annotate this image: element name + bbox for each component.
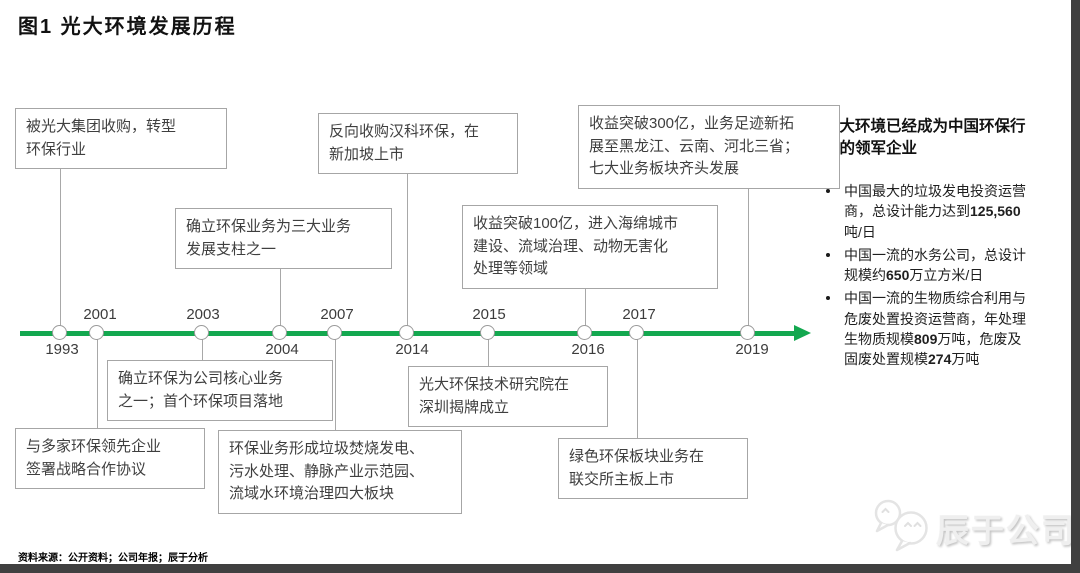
connector-2014: [407, 153, 408, 333]
source-note: 资料来源：公开资料；公司年报；辰于分析: [18, 553, 208, 564]
bullet-text: 中国一流的水务公司，总设计规模约650万立方米/日: [844, 246, 1026, 284]
timeline-node-2003: [194, 325, 209, 340]
timeline-node-2004: [272, 325, 287, 340]
year-label-2007: 2007: [320, 306, 354, 323]
event-box-2016: 收益突破100亿，进入海绵城市 建设、流域治理、动物无害化 处理等领域: [462, 205, 718, 289]
timeline-node-2016: [577, 325, 592, 340]
event-box-2001: 与多家环保领先企业 签署战略合作协议: [15, 428, 205, 489]
bottom-edge-strip: [0, 564, 1080, 573]
year-label-2015: 2015: [472, 306, 506, 323]
timeline-node-2014: [399, 325, 414, 340]
timeline-node-2001: [89, 325, 104, 340]
connector-2017: [637, 333, 638, 448]
figure-title: 图1 光大环境发展历程: [18, 16, 237, 38]
leader-heading: 光大环境已经成为中国环保行 业的领军企业: [824, 118, 1026, 158]
event-box-2015: 光大环保技术研究院在 深圳揭牌成立: [408, 366, 608, 427]
bullet-dot-icon: [824, 181, 844, 242]
connector-2003: [202, 333, 203, 370]
connector-2015: [488, 333, 489, 376]
bullet-text: 中国一流的生物质综合利用与危废处置投资运营商，年处理生物质规模809万吨，危废及…: [844, 290, 1026, 368]
leader-bullet: 中国最大的垃圾发电投资运营商，总设计能力达到125,560 吨/日: [824, 181, 1030, 242]
event-box-2007: 环保业务形成垃圾焚烧发电、 污水处理、静脉产业示范园、 流域水环境治理四大板块: [218, 430, 462, 514]
timeline-node-2019: [740, 325, 755, 340]
bullet-dot-icon: [824, 288, 844, 369]
year-label-2003: 2003: [186, 306, 220, 323]
brand-logo: 辰于公司: [870, 497, 1076, 558]
wechat-bubbles-icon: [870, 497, 936, 558]
timeline-node-2015: [480, 325, 495, 340]
right-edge-strip: [1071, 0, 1080, 573]
year-label-2019: 2019: [735, 341, 769, 358]
connector-2019: [748, 145, 749, 333]
leader-bullet-list: 中国最大的垃圾发电投资运营商，总设计能力达到125,560 吨/日 中国一流的水…: [824, 181, 1030, 373]
year-label-2016: 2016: [571, 341, 605, 358]
leader-bullet: 中国一流的水务公司，总设计规模约650万立方米/日: [824, 245, 1030, 286]
connector-2016: [585, 245, 586, 333]
year-label-2014: 2014: [395, 341, 429, 358]
event-box-2017: 绿色环保板块业务在 联交所主板上市: [558, 438, 748, 499]
year-label-1993: 1993: [45, 341, 79, 358]
timeline-node-1993: [52, 325, 67, 340]
connector-2001: [97, 333, 98, 438]
year-label-2004: 2004: [265, 341, 299, 358]
connector-1993: [60, 148, 61, 333]
year-label-2017: 2017: [622, 306, 656, 323]
timeline-node-2007: [327, 325, 342, 340]
connector-2007: [335, 333, 336, 440]
brand-name: 辰于公司: [936, 511, 1076, 549]
event-box-2019: 收益突破300亿，业务足迹新拓 展至黑龙江、云南、河北三省； 七大业务板块齐头发…: [578, 105, 840, 189]
connector-2004: [280, 248, 281, 333]
event-box-1993: 被光大集团收购，转型 环保行业: [15, 108, 227, 169]
event-box-2003: 确立环保为公司核心业务 之一；首个环保项目落地: [107, 360, 333, 421]
year-label-2001: 2001: [83, 306, 117, 323]
timeline-node-2017: [629, 325, 644, 340]
leader-bullet: 中国一流的生物质综合利用与危废处置投资运营商，年处理生物质规模809万吨，危废及…: [824, 288, 1030, 369]
timeline-arrow-icon: [794, 325, 811, 341]
bullet-dot-icon: [824, 245, 844, 286]
event-box-2004: 确立环保业务为三大业务 发展支柱之一: [175, 208, 392, 269]
event-box-2014: 反向收购汉科环保，在 新加坡上市: [318, 113, 518, 174]
bullet-text: 中国最大的垃圾发电投资运营商，总设计能力达到125,560 吨/日: [844, 183, 1026, 240]
